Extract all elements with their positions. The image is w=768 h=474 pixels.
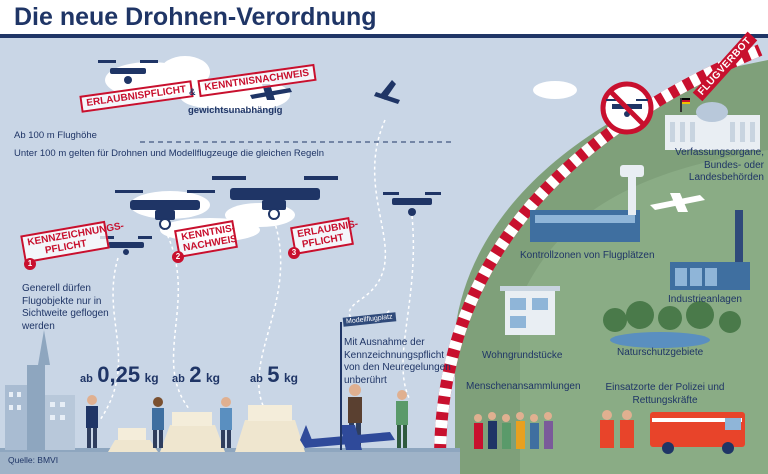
residential-icon bbox=[500, 286, 560, 335]
weight-independent-note: gewichtsunabhängig bbox=[188, 105, 283, 116]
altitude-below-label: Unter 100 m gelten für Drohnen und Model… bbox=[14, 148, 325, 159]
zone-government: Verfassungsorgane, Bundes- oder Landesbe… bbox=[675, 147, 764, 183]
crowd-icon bbox=[474, 412, 553, 449]
stunt-plane-icon bbox=[348, 80, 400, 322]
line-of-sight-note: Generell dürfen Flugobjekte nur in Sicht… bbox=[22, 283, 109, 332]
zone-industry: Industrieanlagen bbox=[668, 294, 742, 305]
badge-3: 3 bbox=[288, 247, 300, 259]
government-building-icon bbox=[665, 98, 760, 150]
top-plane-icon bbox=[250, 84, 292, 100]
zone-airports: Kontrollzonen von Flugplätzen bbox=[520, 250, 655, 261]
badge-1: 1 bbox=[24, 258, 36, 270]
model-plane-icon bbox=[300, 425, 395, 450]
rescue-vehicle-icon bbox=[600, 410, 745, 454]
altitude-above-label: Ab 100 m Flughöhe bbox=[14, 130, 97, 141]
airport-icon bbox=[530, 165, 705, 242]
top-drone-icon bbox=[98, 60, 158, 84]
weight-pedestals bbox=[108, 405, 305, 452]
zone-residential: Wohngrundstücke bbox=[482, 350, 563, 361]
weight-category-3: ab 5 kg bbox=[250, 362, 299, 387]
source-credit: Quelle: BMVI bbox=[8, 455, 59, 465]
page-title: Die neue Drohnen-Verordnung bbox=[14, 3, 377, 31]
nature-icon bbox=[603, 301, 741, 348]
drone-zone-icon bbox=[383, 192, 441, 216]
model-airfield-note: Mit Ausnahme der Kennzeichnungspflicht v… bbox=[344, 337, 451, 386]
title-bar: Die neue Drohnen-Verordnung bbox=[0, 0, 768, 38]
zone-nature: Naturschutzgebiete bbox=[617, 347, 704, 358]
weight-category-1: ab 0,25 kg bbox=[80, 362, 159, 387]
zone-crowds: Menschenansammlungen bbox=[466, 381, 581, 392]
city-buildings bbox=[5, 330, 75, 450]
ground bbox=[0, 452, 460, 474]
drone-medium-icon bbox=[115, 190, 215, 230]
airfield-pole bbox=[340, 322, 342, 450]
industry-icon bbox=[670, 210, 750, 290]
title-rule bbox=[0, 34, 768, 38]
badge-2: 2 bbox=[172, 251, 184, 263]
no-fly-icon bbox=[600, 81, 654, 135]
zone-rescue: Einsatzorte der Polizei und Rettungskräf… bbox=[605, 382, 725, 406]
weight-category-2: ab 2 kg bbox=[172, 362, 221, 387]
drone-large-icon bbox=[212, 176, 338, 220]
stamp-connector: & bbox=[189, 87, 196, 97]
